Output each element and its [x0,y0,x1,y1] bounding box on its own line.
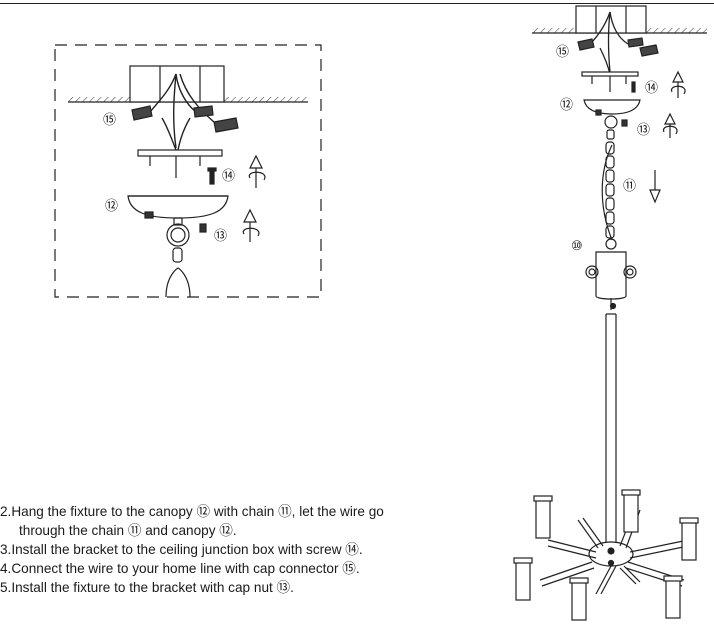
fixture-bracket [581,71,639,93]
detail-screw [207,167,217,185]
detail-cap-connectors [131,105,239,133]
socket-2 [623,491,639,533]
socket-5 [571,579,587,621]
label-top-bracket-fixture: ⑩ [571,238,583,253]
socket-3 [681,519,697,561]
fixture-downrod [605,313,617,544]
instruction-list: 2.Hang the fixture to the canopy ⑫ with … [0,502,520,597]
fixture-candle-sockets [513,489,699,621]
fixture-wires [589,11,629,75]
fixture-loop-and-chain [601,115,618,241]
instruction-step-2-continued: through the chain ⑪ and canopy ⑫. [19,523,237,538]
detail-bracket [137,149,223,178]
instruction-step-3: 3.Install the bracket to the ceiling jun… [0,542,363,557]
header-rule [0,3,714,4]
label-cap-connector-detail: ⑮ [103,112,116,127]
instruction-step-2: 2.Hang the fixture to the canopy ⑫ with … [0,504,384,519]
detail-wires [149,73,215,151]
label-screw-detail: ⑭ [222,168,235,183]
fixture-canopy [583,99,641,127]
label-canopy-fixture: ⑫ [560,97,573,112]
fixture-body [539,507,689,595]
detail-arrows [242,154,266,242]
socket-1 [535,497,551,539]
label-cap-nut-detail: ⑬ [214,228,227,243]
socket-6 [665,577,681,619]
label-screw-fixture: ⑭ [645,80,658,95]
label-cap-connector-fixture: ⑮ [556,44,569,59]
detail-loop-and-chain [165,217,191,298]
detail-canopy [127,195,229,233]
label-chain-fixture: ⑪ [623,178,636,193]
fixture-arrows [649,70,686,204]
detail-dashed-frame [54,44,322,298]
instruction-step-4: 4.Connect the wire to your home line wit… [0,561,360,576]
label-canopy-detail: ⑫ [105,198,118,213]
fixture-diagram [513,5,707,621]
label-cap-nut-fixture: ⑬ [637,122,650,137]
fixture-cap-connectors [577,37,659,57]
fixture-top-hub [585,238,637,310]
detail-inset [54,44,322,298]
detail-junction-box [129,65,225,103]
instruction-step-5: 5.Install the fixture to the bracket wit… [0,580,294,595]
